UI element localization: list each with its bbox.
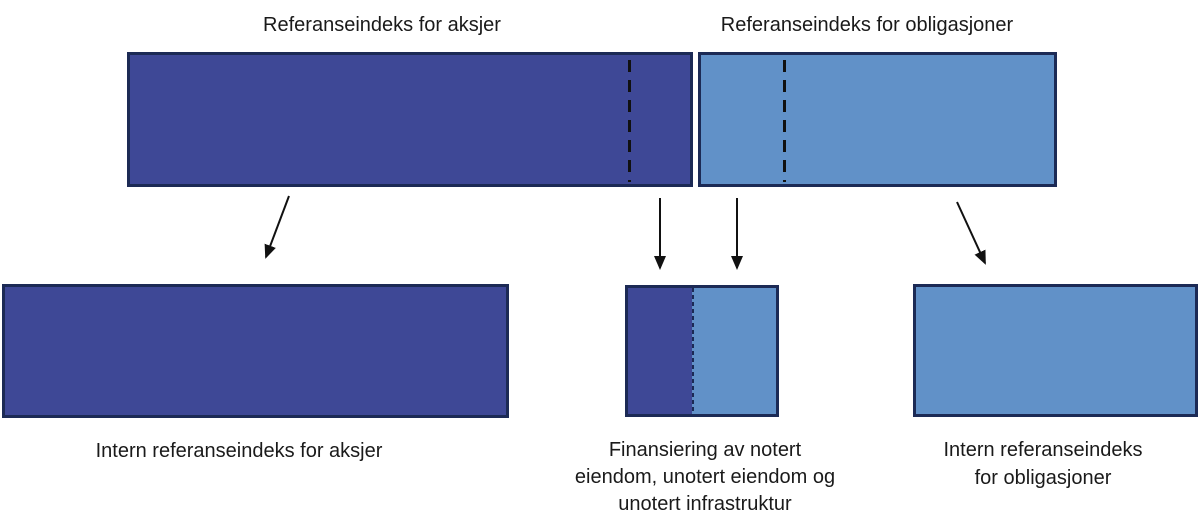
label-internal-equity-index: Intern referanseindeks for aksjer: [95, 440, 383, 462]
label-reference-index-equities: Referanseindeks for aksjer: [263, 14, 501, 36]
box-internal-equity-reference-index: [2, 284, 509, 418]
label-internal-bond-index-line-1: Intern referanseindeks: [943, 439, 1143, 461]
box-financing-split: [625, 285, 779, 417]
bond-allocation-dashed-divider: [783, 60, 786, 182]
financing-equity-portion: [628, 288, 692, 414]
box-equity-reference-index: [127, 52, 693, 187]
label-financing-line-2: eiendom, unotert eiendom og: [574, 466, 836, 488]
label-reference-index-bonds: Referanseindeks for obligasjoner: [720, 14, 1014, 36]
box-internal-bond-reference-index: [913, 284, 1198, 417]
label-internal-bond-index: Intern referanseindeks for obligasjoner: [893, 436, 1193, 492]
financing-dotted-divider: [692, 288, 694, 414]
label-financing: Finansiering av notert eiendom, unotert …: [555, 437, 855, 518]
label-financing-line-3: unotert infrastruktur: [618, 493, 792, 515]
arrow-equity-to-internal-equity: [264, 195, 290, 259]
label-financing-line-1: Finansiering av notert: [608, 439, 802, 461]
box-bond-reference-index: [698, 52, 1057, 187]
equity-allocation-dashed-divider: [628, 60, 631, 182]
arrow-bonds-to-internal-bonds: [956, 201, 986, 265]
label-internal-bond-index-line-2: for obligasjoner: [974, 467, 1112, 489]
